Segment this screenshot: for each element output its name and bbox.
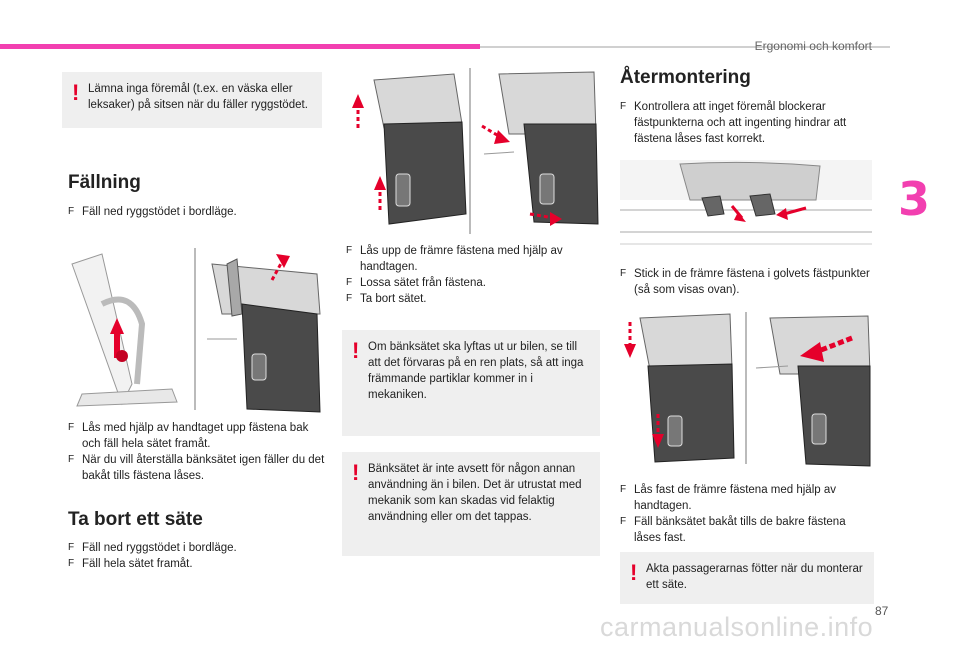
- heading-atermontering: Återmontering: [620, 67, 751, 88]
- bullet-icon: F: [620, 516, 627, 527]
- bullet-icon: F: [68, 558, 75, 569]
- warning-text: Om bänksätet ska lyftas ut ur bilen, se …: [368, 341, 584, 401]
- header-accent-bar: [0, 44, 480, 49]
- warning-text: Bänksätet är inte avsett för någon annan…: [368, 463, 582, 523]
- illustration-insert-anchors: [620, 308, 872, 468]
- bullet-icon: F: [346, 293, 353, 304]
- section-title: Ergonomi och komfort: [754, 39, 872, 53]
- warning-box-top: ! Lämna inga föremål (t.ex. en väska ell…: [62, 72, 322, 128]
- bullet-icon: F: [68, 422, 75, 433]
- chapter-number: 3: [897, 172, 930, 226]
- heading-fallning: Fällning: [68, 172, 141, 193]
- bullet-icon: F: [68, 206, 75, 217]
- illustration-fold-seat: [62, 244, 324, 414]
- warning-icon: !: [72, 80, 80, 105]
- warning-text: Lämna inga föremål (t.ex. en väska eller…: [88, 83, 308, 111]
- warning-icon: !: [630, 560, 638, 585]
- warning-text: Akta passagerarnas fötter när du montera…: [646, 563, 863, 591]
- warning-box-usage: ! Bänksätet är inte avsett för någon ann…: [342, 452, 600, 556]
- bullet-icon: F: [68, 542, 75, 553]
- warning-box-storage: ! Om bänksätet ska lyftas ut ur bilen, s…: [342, 330, 600, 436]
- heading-ta-bort: Ta bort ett säte: [68, 509, 203, 530]
- bullet-icon: F: [620, 101, 627, 112]
- bullet-icon: F: [346, 245, 353, 256]
- page-number: 87: [875, 604, 889, 618]
- warning-box-feet: ! Akta passagerarnas fötter när du monte…: [620, 552, 874, 604]
- illustration-floor-anchors: [620, 160, 872, 252]
- bullet-icon: F: [68, 454, 75, 465]
- watermark: carmanualsonline.info: [600, 612, 874, 642]
- warning-icon: !: [352, 338, 360, 363]
- bullet-icon: F: [346, 277, 353, 288]
- header-rule: [480, 46, 890, 48]
- illustration-remove-seat: [344, 64, 600, 236]
- bullet-icon: F: [620, 268, 627, 279]
- bullet-icon: F: [620, 484, 627, 495]
- warning-icon: !: [352, 460, 360, 485]
